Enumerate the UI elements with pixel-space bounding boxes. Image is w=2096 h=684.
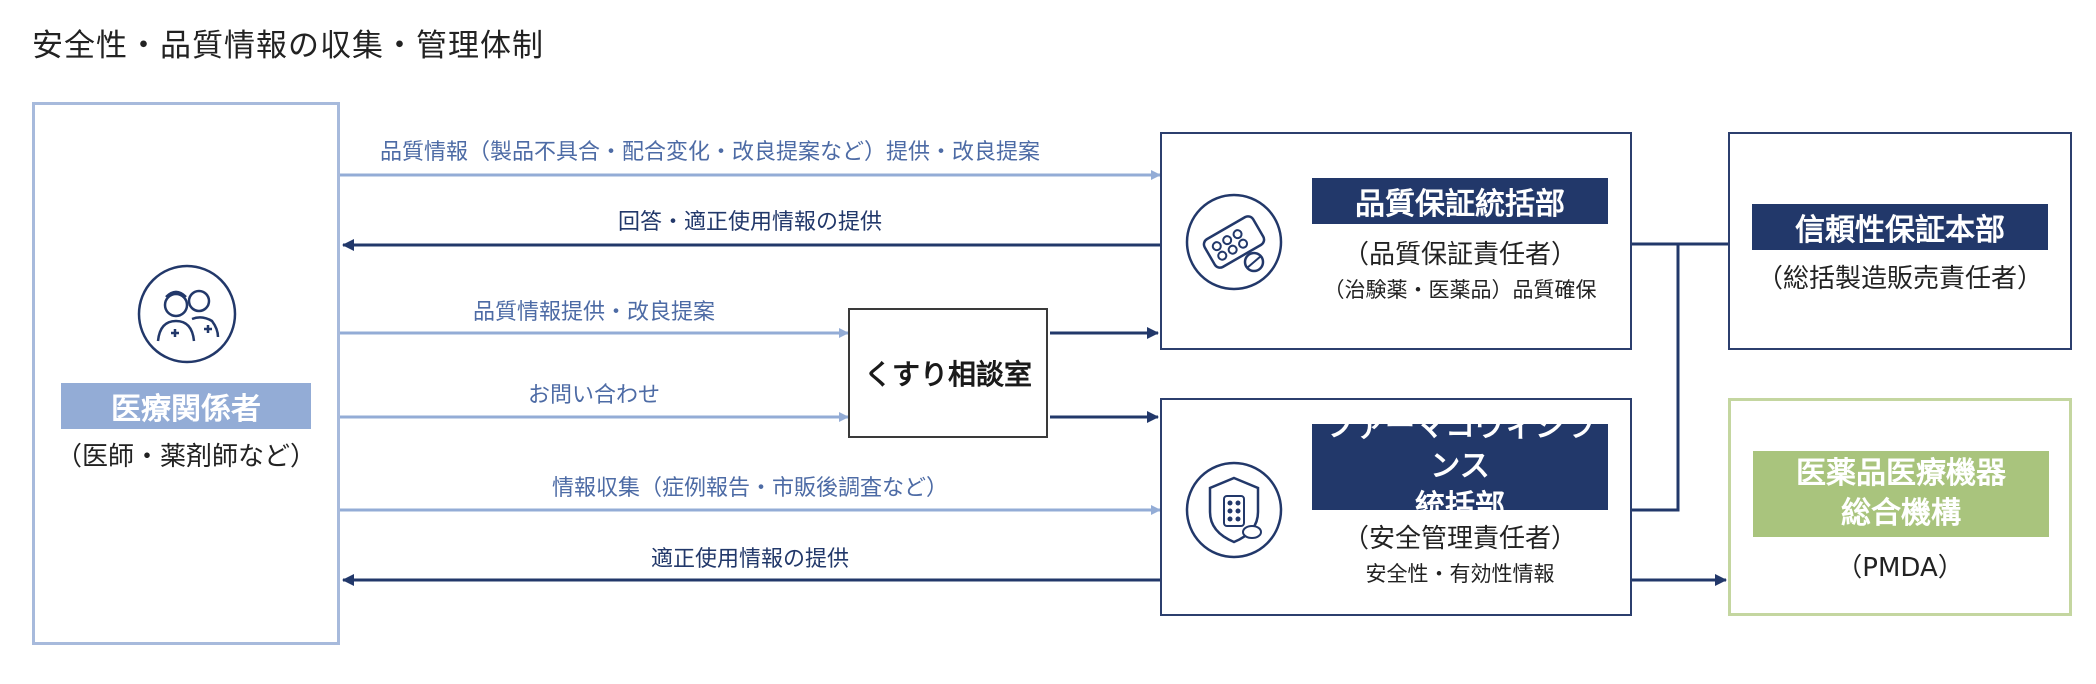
consultation-room-node: くすり相談室 (848, 308, 1048, 438)
medical-staff-node: 医療関係者 （医師・薬剤師など） (32, 102, 340, 645)
consultation-room-label: くすり相談室 (863, 358, 1032, 391)
medical-staff-sub: （医師・薬剤師など） (55, 442, 316, 472)
quality-assurance-node: 品質保証統括部 （品質保証責任者） （治験薬・医薬品）品質確保 (1160, 132, 1632, 350)
pharmacovigilance-label: ファーマコヴィジランス 統括部 (1312, 409, 1608, 524)
flow-label-f3: 品質情報提供・改良提案 (472, 300, 715, 325)
flow-label-f6: 適正使用情報の提供 (650, 547, 849, 572)
reliability-hq-label: 信頼性保証本部 (1752, 204, 2048, 250)
pharmacovigilance-sub1: （安全管理責任者） (1342, 524, 1577, 554)
pharmacovigilance-label-line1: ファーマコヴィジランス (1325, 409, 1595, 484)
flow-label-f2: 回答・適正使用情報の提供 (617, 210, 882, 235)
pmda-label-line1: 医薬品医療機器 (1796, 456, 2006, 491)
quality-assurance-sub1: （品質保証責任者） (1342, 240, 1577, 270)
reliability-hq-sub: （総括製造販売責任者） (1756, 264, 2043, 294)
flow-label-f4: お問い合わせ (527, 383, 660, 408)
reliability-hq-node: 信頼性保証本部 （総括製造販売責任者） (1728, 132, 2072, 350)
pharmacovigilance-sub2: 安全性・有効性情報 (1365, 562, 1555, 586)
quality-assurance-sub2: （治験薬・医薬品）品質確保 (1323, 278, 1597, 302)
shield-pills-icon (1185, 461, 1283, 559)
pharmacovigilance-node: ファーマコヴィジランス 統括部 （安全管理責任者） 安全性・有効性情報 (1160, 398, 1632, 616)
pmda-node: 医薬品医療機器 総合機構 （PMDA） (1728, 398, 2072, 616)
page-title: 安全性・品質情報の収集・管理体制 (32, 28, 544, 64)
pills-icon (1185, 193, 1283, 291)
medical-staff-icon (137, 264, 237, 364)
pmda-sub: （PMDA） (1836, 553, 1964, 583)
pmda-label-line2: 総合機構 (1841, 496, 1961, 531)
flow-label-f5: 情報収集（症例報告・市販後調査など） (551, 476, 948, 501)
medical-staff-label: 医療関係者 (61, 383, 311, 429)
quality-assurance-label: 品質保証統括部 (1312, 178, 1608, 224)
connector-pv-reliability (1632, 244, 1680, 512)
pmda-label: 医薬品医療機器 総合機構 (1753, 451, 2049, 537)
pharmacovigilance-label-line2: 統括部 (1415, 489, 1505, 524)
flow-label-f1: 品質情報（製品不具合・配合変化・改良提案など）提供・改良提案 (379, 140, 1040, 165)
